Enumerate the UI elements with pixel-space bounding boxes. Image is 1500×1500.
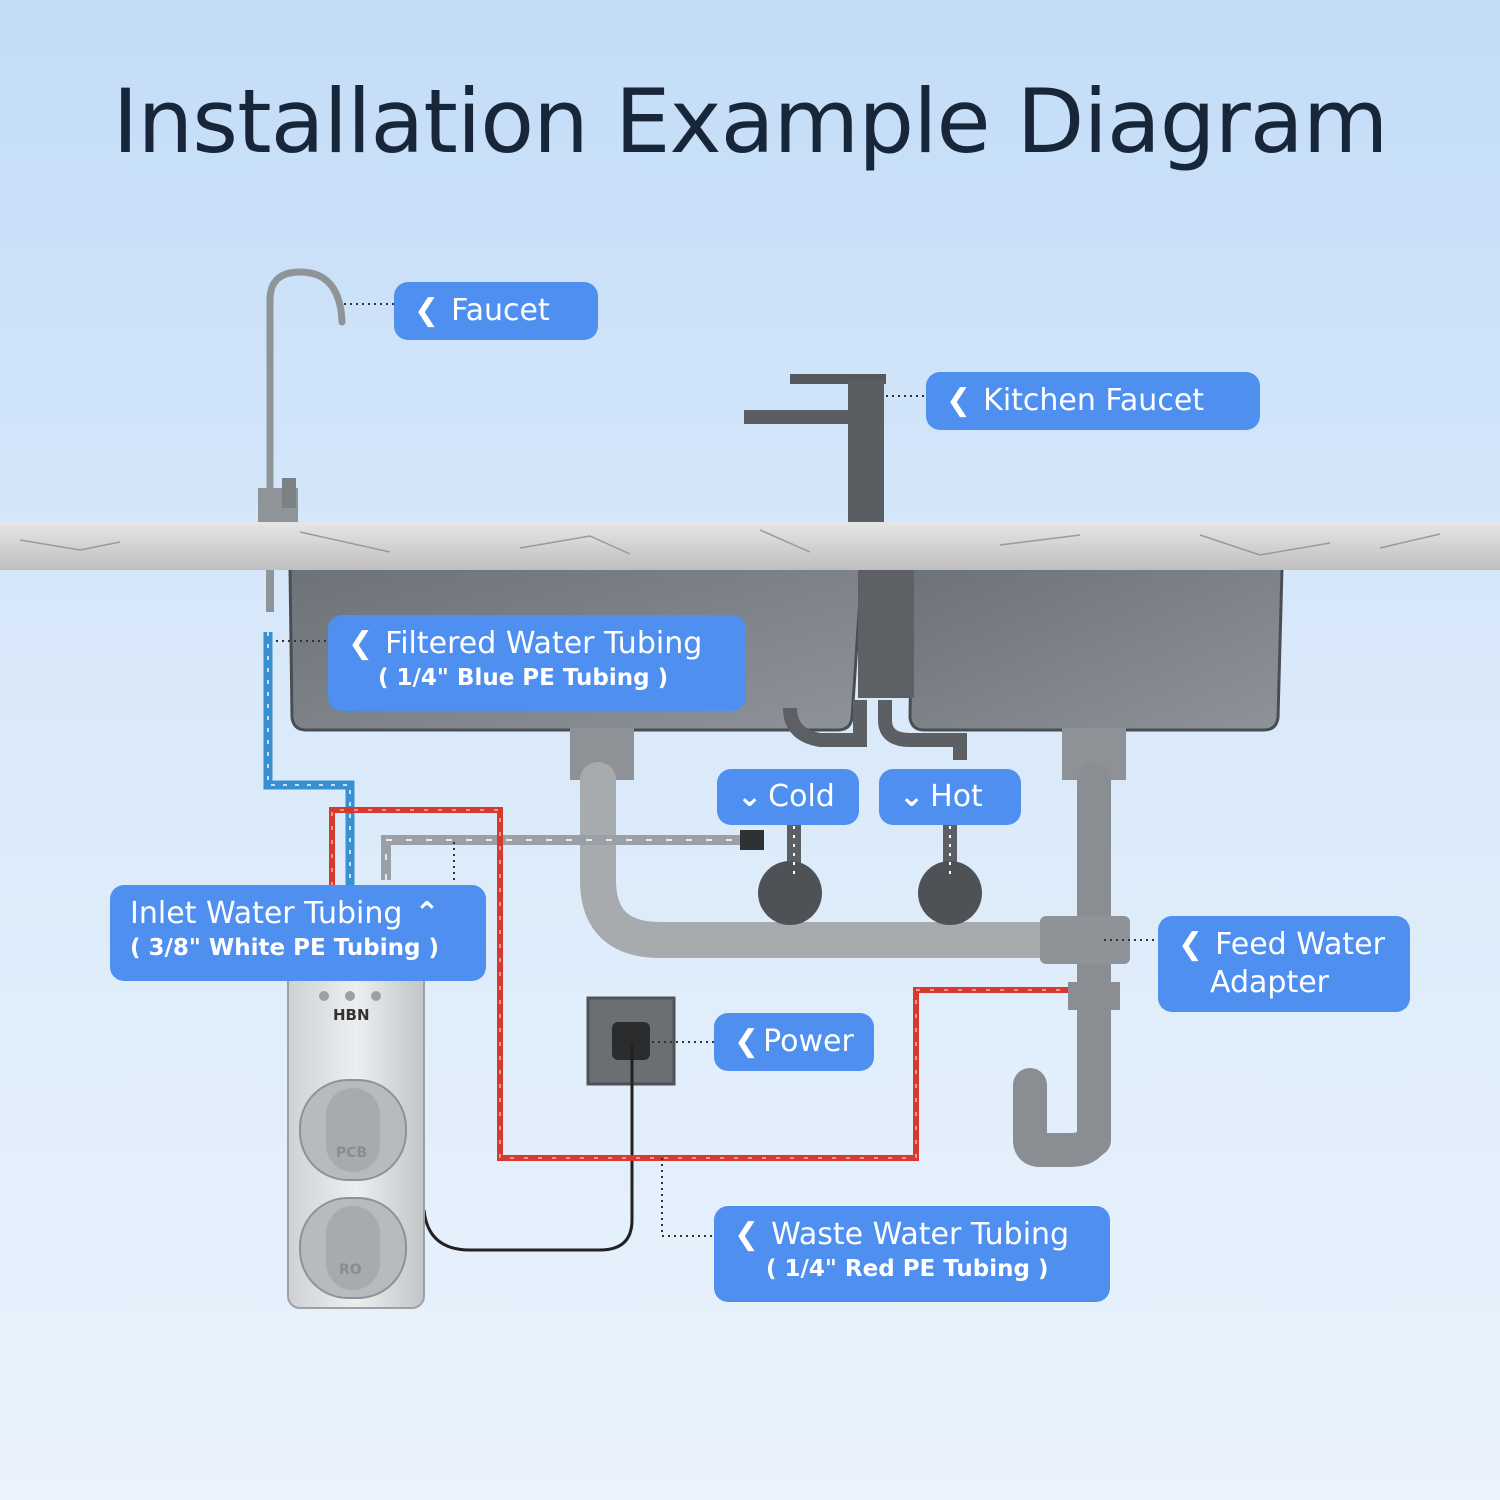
- filtered-tubing-callout: ❮ Filtered Water Tubing ( 1/4" Blue PE Tu…: [328, 615, 746, 711]
- chevron-left-icon: ❮: [734, 1217, 760, 1252]
- chevron-left-icon: ❮: [414, 293, 440, 328]
- filtered-tubing-label: Filtered Water Tubing: [385, 626, 703, 661]
- chevron-left-icon: ❮: [734, 1024, 760, 1059]
- inlet-water-tubing: [381, 835, 754, 880]
- filter-cartridge-bottom-label: RO: [339, 1262, 362, 1278]
- chevron-down-icon: ⌄: [899, 779, 925, 814]
- chevron-down-icon: ⌄: [737, 779, 763, 814]
- ro-filter-unit: [287, 925, 425, 1309]
- leader-lines: [276, 303, 1158, 1237]
- chevron-left-icon: ❮: [348, 626, 374, 661]
- faucet-label: Faucet: [451, 293, 550, 328]
- power-cord: [422, 1042, 634, 1252]
- filtered-water-tubing: [263, 632, 355, 902]
- filter-cartridge-top-label: PCB: [336, 1145, 368, 1161]
- hot-label: Hot: [930, 779, 983, 814]
- feed-adapter-label-line2: Adapter: [1210, 965, 1330, 1000]
- power-label: Power: [763, 1024, 854, 1059]
- page-title: Installation Example Diagram: [112, 70, 1389, 173]
- kitchen-faucet-icon: [744, 374, 886, 522]
- cold-label: Cold: [768, 779, 835, 814]
- feed-adapter-label-line1: Feed Water: [1215, 927, 1385, 962]
- kitchen-faucet-callout: ❮ Kitchen Faucet: [926, 372, 1260, 430]
- chevron-left-icon: ❮: [946, 383, 972, 418]
- waste-water-tubing: [329, 807, 1068, 1161]
- drain-pipes: [570, 728, 1130, 1167]
- power-callout: ❮Power: [714, 1013, 874, 1071]
- waste-tubing-callout: ❮ Waste Water Tubing ( 1/4" Red PE Tubing…: [714, 1206, 1110, 1302]
- faucet-callout: ❮ Faucet: [394, 282, 598, 340]
- chevron-up-icon: ⌃: [414, 896, 440, 931]
- inlet-tubing-sublabel: ( 3/8" White PE Tubing ): [130, 935, 439, 961]
- inlet-tubing-label: Inlet Water Tubing: [130, 896, 403, 931]
- countertop: [0, 522, 1500, 570]
- hot-callout: ⌄Hot: [879, 769, 1021, 825]
- chevron-left-icon: ❮: [1178, 927, 1204, 962]
- faucet-icon: [258, 268, 346, 612]
- filtered-tubing-sublabel: ( 1/4" Blue PE Tubing ): [378, 665, 669, 691]
- waste-tubing-sublabel: ( 1/4" Red PE Tubing ): [766, 1256, 1049, 1282]
- kitchen-faucet-label: Kitchen Faucet: [983, 383, 1205, 418]
- cold-callout: ⌄Cold: [717, 769, 859, 825]
- waste-tubing-label: Waste Water Tubing: [771, 1217, 1070, 1252]
- inlet-tubing-callout: Inlet Water Tubing ⌃ ( 3/8" White PE Tubi…: [110, 885, 486, 981]
- feed-adapter-callout: ❮ Feed Water Adapter: [1158, 916, 1410, 1012]
- filter-brand: HBN: [333, 1006, 370, 1024]
